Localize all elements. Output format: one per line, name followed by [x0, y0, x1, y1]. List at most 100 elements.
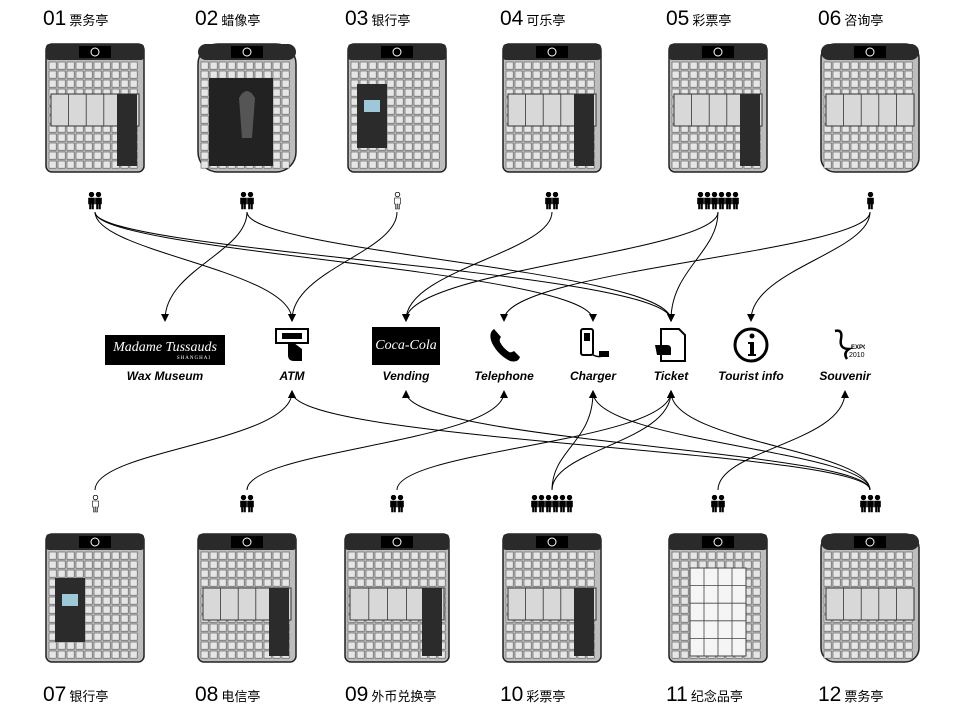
connector-arrow — [402, 211, 719, 322]
cola-sign — [536, 46, 568, 58]
person-icon — [240, 192, 247, 210]
connector-arrow — [551, 390, 597, 491]
person-icon — [859, 495, 867, 513]
kiosk-number: 07 — [43, 683, 67, 706]
visitor-count-icon — [859, 495, 881, 513]
exchange-sign — [381, 536, 413, 548]
kiosk-building-02 — [197, 43, 297, 173]
telecom-sign — [231, 536, 263, 548]
lottery-sign — [536, 536, 568, 548]
connector-arrow — [288, 390, 871, 491]
kiosk-number: 09 — [345, 683, 369, 706]
kiosk-name: 彩票亭 — [526, 690, 566, 705]
person-icon — [390, 495, 397, 513]
ticket-sign — [79, 46, 111, 58]
atm-icon — [227, 325, 357, 365]
visitor-count-icon — [393, 192, 401, 210]
kiosk-12 — [818, 528, 922, 668]
kiosk-building-03 — [347, 43, 447, 173]
person-icon — [732, 192, 739, 210]
connector-arrow — [288, 211, 398, 322]
visitor-count-icon — [91, 495, 99, 513]
connector-arrow — [402, 211, 553, 322]
person-icon — [397, 495, 404, 513]
ticket-icon — [606, 325, 736, 365]
kiosk-building-08 — [197, 533, 297, 663]
kiosk-08 — [195, 528, 299, 668]
person-icon — [866, 192, 874, 210]
person-icon — [566, 495, 573, 513]
bank-sign — [381, 46, 413, 58]
visitor-count-icon — [545, 192, 559, 210]
kiosk-number: 12 — [818, 683, 842, 706]
person-icon — [552, 495, 559, 513]
service-ticket: Ticket — [606, 325, 736, 383]
tourist-info-icon — [686, 325, 816, 365]
kiosk-06 — [818, 38, 922, 178]
wax-museum-logo-text: Madame Tussauds — [113, 339, 217, 355]
kiosk-name: 电信亭 — [221, 690, 261, 705]
visitor-count-icon — [390, 495, 404, 513]
kiosk-02 — [195, 38, 299, 178]
service-telephone: Telephone — [439, 325, 569, 383]
kiosk-03 — [345, 38, 449, 178]
visitor-count-icon — [866, 192, 874, 210]
info-sign — [854, 46, 886, 58]
service-atm: ATM — [227, 325, 357, 383]
connector-arrow — [589, 390, 871, 491]
expo-souvenir-icon: EXPO2010 — [780, 325, 910, 365]
connector-arrow — [717, 390, 849, 491]
kiosk-name: 票务亭 — [844, 690, 884, 705]
connector-arrow — [551, 390, 675, 491]
ticket-sign — [854, 536, 886, 548]
connector-arrow — [94, 390, 296, 491]
kiosk-number: 01 — [43, 7, 67, 30]
kiosk-name: 银行亭 — [371, 14, 411, 29]
connector-arrow — [667, 390, 871, 491]
telephone-icon — [439, 325, 569, 365]
person-icon — [866, 495, 874, 513]
connector-arrow — [246, 390, 508, 491]
expo-logo-year: 2010 — [849, 352, 865, 359]
kiosk-building-07 — [45, 533, 145, 663]
service-label: Charger — [569, 369, 616, 383]
kiosk-name: 纪念品亭 — [690, 690, 743, 705]
kiosk-01 — [43, 38, 147, 178]
person-icon — [88, 192, 95, 210]
kiosk-building-01 — [45, 43, 145, 173]
kiosk-name: 彩票亭 — [692, 14, 732, 29]
connector-arrow — [246, 211, 675, 322]
person-icon — [545, 192, 552, 210]
kiosk-number: 11 — [666, 683, 688, 706]
service-tourist-info: Tourist info — [686, 325, 816, 383]
coca-cola-logo-text: Coca-Cola — [375, 338, 437, 353]
service-label: Telephone — [474, 369, 534, 383]
connector-arrow — [747, 211, 871, 322]
kiosk-number: 03 — [345, 7, 369, 30]
person-icon — [247, 192, 254, 210]
kiosk-name: 银行亭 — [69, 690, 109, 705]
bank-sign — [79, 536, 111, 548]
person-icon — [95, 192, 102, 210]
charger-icon — [528, 325, 658, 365]
visitor-count-icon — [240, 192, 254, 210]
person-icon — [725, 192, 732, 210]
visitor-count-icon — [88, 192, 102, 210]
person-icon — [247, 495, 254, 513]
service-label: ATM — [279, 369, 305, 383]
kiosk-name: 票务亭 — [69, 14, 109, 29]
person-icon — [393, 192, 401, 210]
tussauds-sign — [231, 46, 263, 58]
